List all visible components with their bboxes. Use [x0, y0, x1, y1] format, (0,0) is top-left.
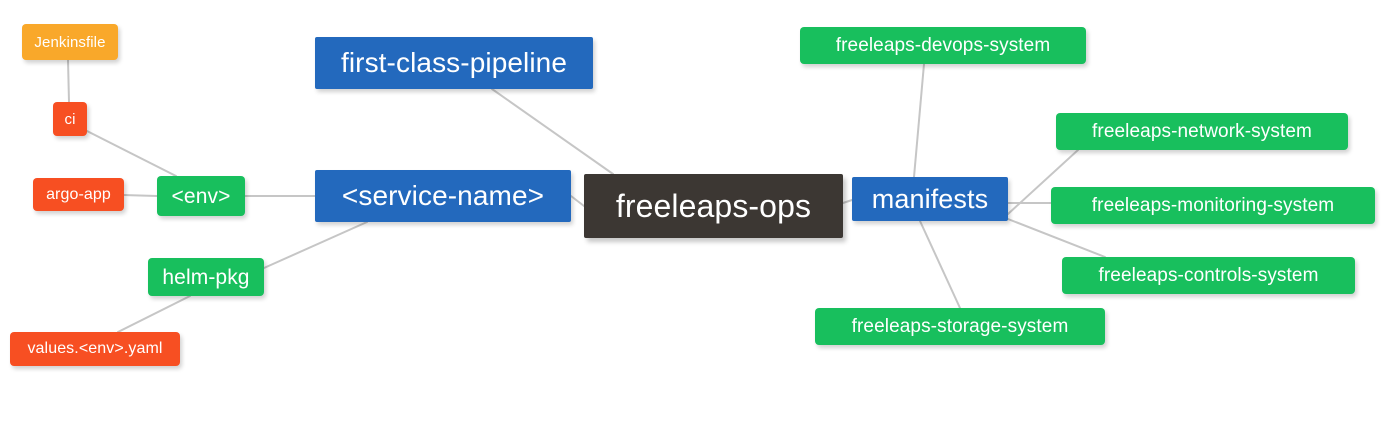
node-label: ci [64, 110, 76, 128]
node-jenkinsfile[interactable]: Jenkinsfile [22, 24, 118, 60]
node-helm-pkg[interactable]: helm-pkg [148, 258, 264, 296]
node-label: <service-name> [341, 180, 545, 211]
node-label: helm-pkg [162, 265, 250, 289]
node-label: Jenkinsfile [34, 33, 106, 51]
node-argo-app[interactable]: argo-app [33, 178, 124, 211]
edge-env-to-ci [86, 130, 177, 177]
node-ci[interactable]: ci [53, 102, 87, 136]
node-network-system[interactable]: freeleaps-network-system [1056, 113, 1348, 150]
node-monitoring-system[interactable]: freeleaps-monitoring-system [1051, 187, 1375, 224]
node-label: first-class-pipeline [340, 47, 568, 78]
edge-freeleaps-ops-to-service-name [570, 195, 585, 207]
edge-freeleaps-ops-to-first-class-pipeline [491, 88, 614, 175]
edge-freeleaps-ops-to-manifests [842, 199, 853, 204]
node-freeleaps-ops[interactable]: freeleaps-ops [584, 174, 843, 238]
node-devops-system[interactable]: freeleaps-devops-system [800, 27, 1086, 64]
edge-manifests-to-storage-system [919, 220, 961, 309]
node-service-name[interactable]: <service-name> [315, 170, 571, 222]
node-manifests[interactable]: manifests [852, 177, 1008, 221]
edge-helm-pkg-to-values-yaml [117, 295, 191, 333]
edge-env-to-argo-app [123, 194, 158, 197]
node-label: freeleaps-ops [615, 188, 812, 224]
node-first-class-pipeline[interactable]: first-class-pipeline [315, 37, 593, 89]
node-label: freeleaps-controls-system [1098, 265, 1319, 286]
node-label: values.<env>.yaml [27, 340, 163, 357]
node-label: <env> [171, 184, 231, 208]
node-label: manifests [871, 183, 989, 214]
node-label: freeleaps-storage-system [851, 316, 1069, 337]
node-label: argo-app [46, 185, 111, 203]
node-label: freeleaps-monitoring-system [1091, 195, 1335, 216]
edge-service-name-to-helm-pkg [263, 221, 368, 269]
edge-manifests-to-devops-system [913, 63, 925, 178]
edge-manifests-to-controls-system [1007, 218, 1106, 258]
node-env[interactable]: <env> [157, 176, 245, 216]
node-controls-system[interactable]: freeleaps-controls-system [1062, 257, 1355, 294]
node-values-yaml[interactable]: values.<env>.yaml [10, 332, 180, 366]
node-storage-system[interactable]: freeleaps-storage-system [815, 308, 1105, 345]
node-label: freeleaps-network-system [1092, 121, 1312, 142]
node-label: freeleaps-devops-system [835, 35, 1051, 56]
edge-ci-to-jenkinsfile [67, 59, 70, 103]
